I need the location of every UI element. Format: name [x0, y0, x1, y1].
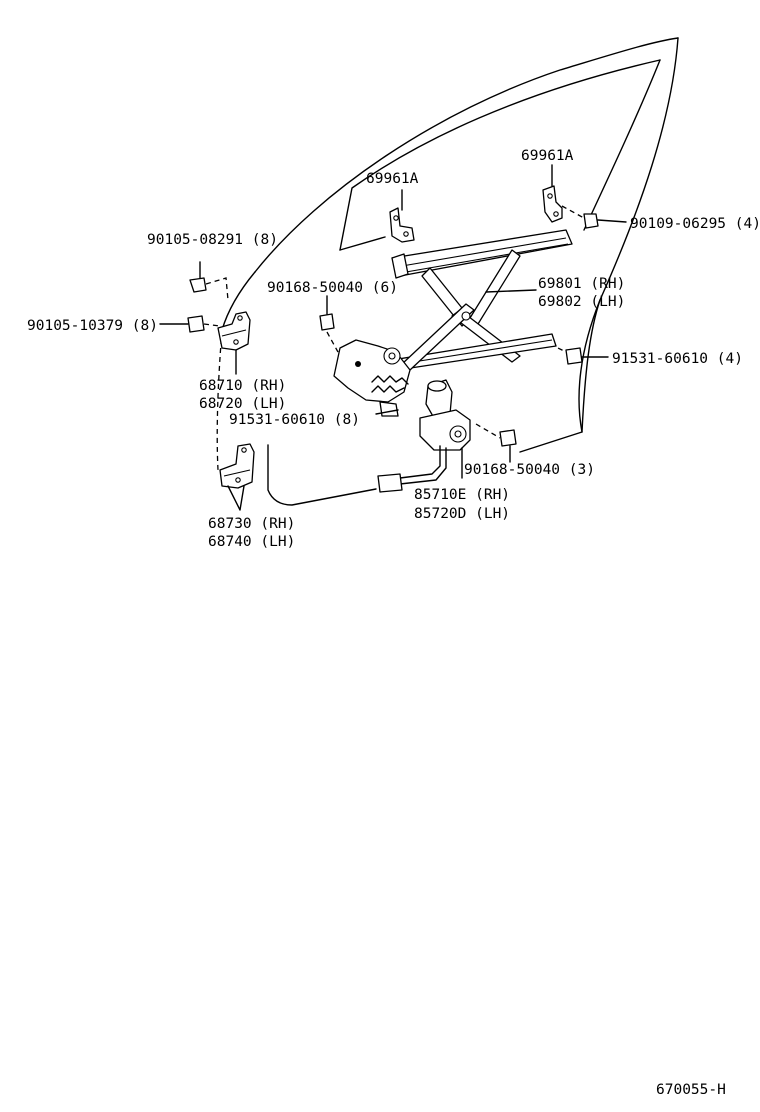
bolt-icon: [565, 347, 609, 365]
bracket-69961a-left: [389, 207, 415, 243]
callout-bolt-90109-06295: 90109-06295 (4): [630, 216, 760, 232]
callout-bolt-90168-50040-lower: 90168-50040 (3): [464, 462, 595, 478]
callout-hinge-lower-lh: 68740 (LH): [208, 534, 295, 550]
door-frame: [216, 37, 679, 506]
callout-hinge-upper-rh: 68710 (RH): [199, 378, 286, 394]
lower-hinge: [219, 443, 255, 489]
bolt-icon: [499, 429, 517, 463]
window-motor: [377, 379, 471, 493]
window-regulator-assembly: [333, 229, 573, 403]
callout-bolt-91531-60610-right: 91531-60610 (4): [612, 351, 743, 367]
callout-regulator-lh: 69802 (LH): [538, 294, 625, 310]
callout-hinge-upper-lh: 68720 (LH): [199, 396, 286, 412]
bolt-icon: [159, 315, 205, 333]
callout-hinge-lower-rh: 68730 (RH): [208, 516, 295, 532]
callout-motor-rh: 85710E (RH): [414, 487, 510, 503]
callout-bolt-91531-60610-left: 91531-60610 (8): [229, 412, 360, 428]
callout-bolt-90168-50040-upper: 90168-50040 (6): [267, 280, 398, 296]
callout-bolt-90105-10379: 90105-10379 (8): [27, 318, 158, 334]
catalog-number: 670055-H: [656, 1082, 726, 1098]
callout-bolt-90105-08291: 90105-08291 (8): [147, 232, 278, 248]
bolt-icon: [319, 295, 335, 331]
bolt-icon: [375, 401, 399, 417]
bolt-icon: [189, 261, 207, 293]
callout-regulator-rh: 69801 (RH): [538, 276, 625, 292]
upper-hinge: [217, 311, 251, 351]
callout-bracket-top-left: 69961A: [366, 171, 419, 187]
callout-motor-lh: 85720D (LH): [414, 506, 510, 522]
bolt-icon: [583, 213, 627, 229]
bracket-69961a-right: [542, 185, 563, 223]
callout-bracket-top-right: 69961A: [521, 148, 574, 164]
